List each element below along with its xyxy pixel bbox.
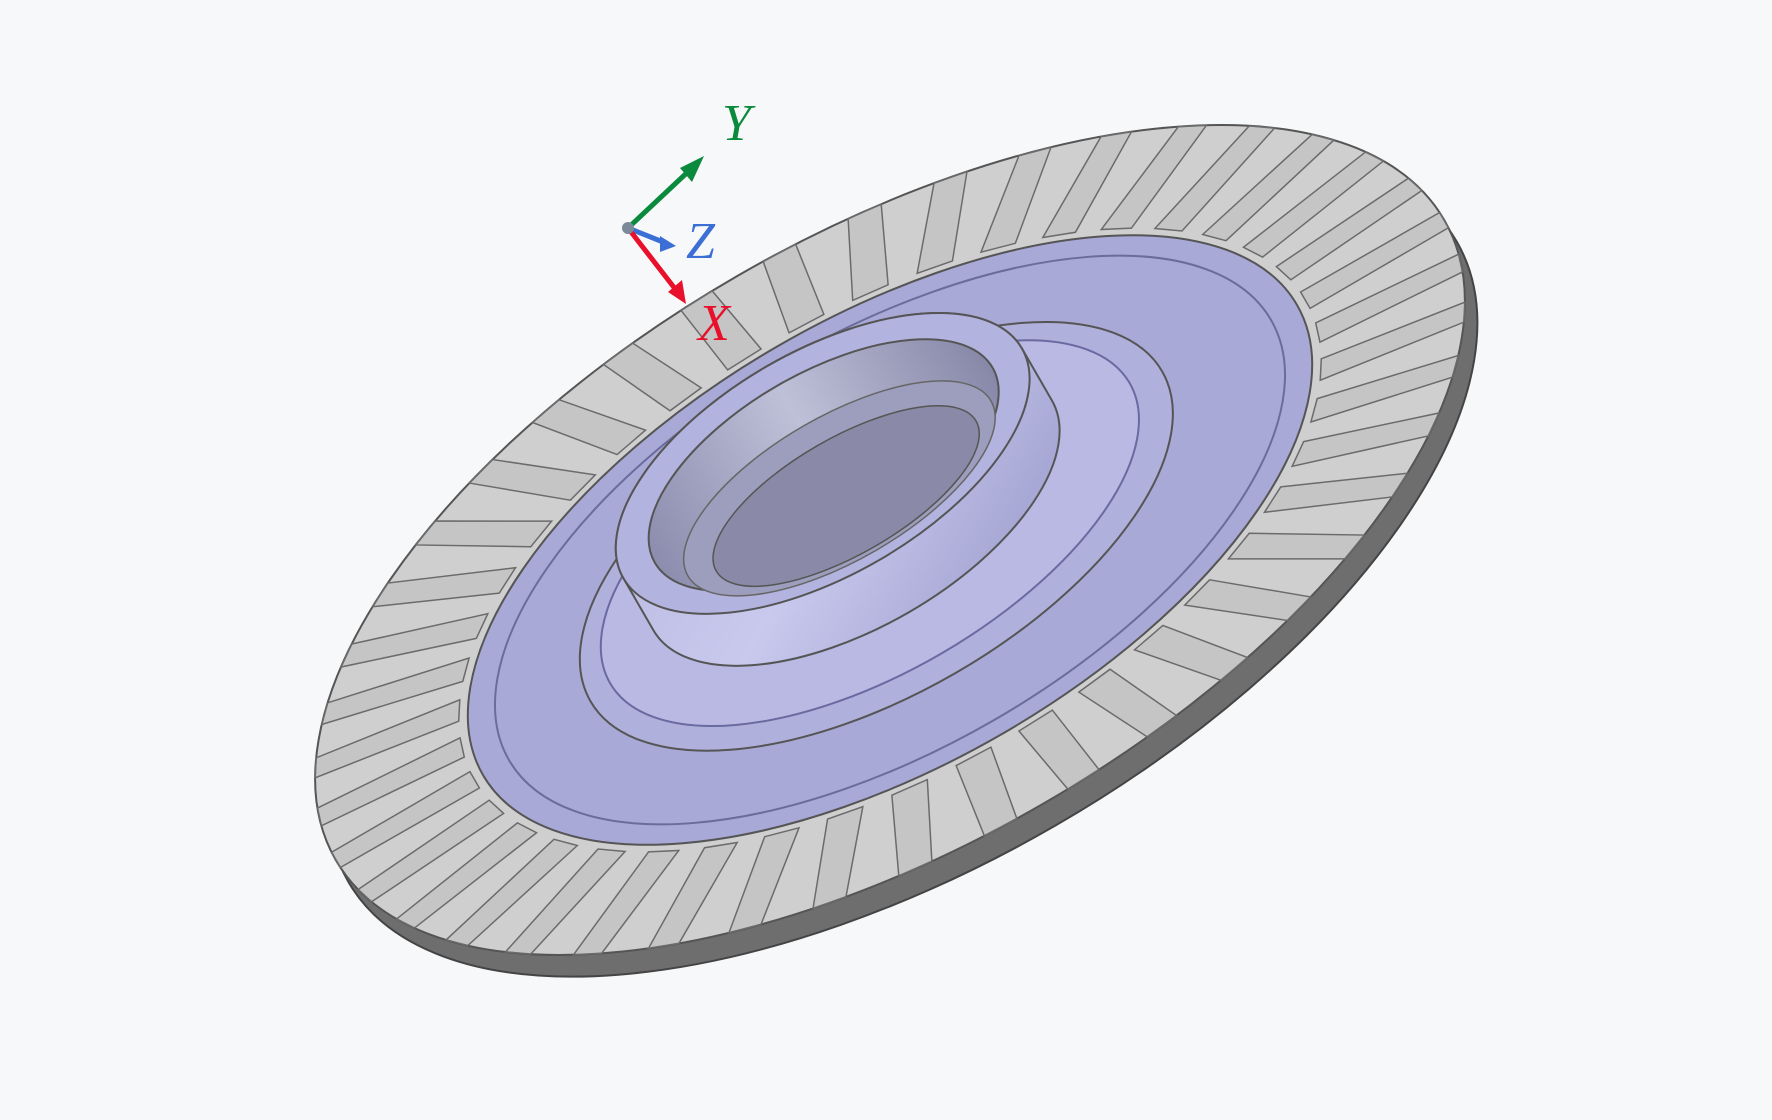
gear-tooth (602, 342, 703, 412)
gear-tooth (330, 770, 481, 869)
gear-tooth (1183, 579, 1313, 622)
gear-tooth (1262, 472, 1409, 514)
gear-tooth (414, 520, 554, 548)
gear-tooth (812, 805, 864, 910)
z-axis-arrow (660, 236, 676, 252)
gear-tooth (571, 849, 681, 956)
gear-tooth (891, 778, 933, 877)
x-axis-arrow (668, 280, 686, 304)
gear-tooth (467, 458, 597, 501)
gear-tooth (530, 398, 647, 456)
gear-tooth (1153, 125, 1277, 232)
y-axis-label: Y (722, 95, 756, 152)
gear-tooth (647, 841, 739, 950)
gear-tooth (1041, 130, 1133, 239)
y-axis-line (626, 166, 694, 230)
triad-origin (622, 222, 634, 234)
gear-tooth (316, 736, 466, 827)
gear-tooth (314, 698, 461, 779)
gear-tooth (1290, 411, 1441, 468)
gear-tooth (1017, 709, 1101, 791)
gear-tooth (1099, 124, 1209, 231)
gear-tooth (955, 746, 1018, 837)
gear-tooth (395, 821, 538, 929)
gear-tooth (1309, 354, 1460, 424)
gear-tooth (320, 656, 471, 726)
gear-tooth (1319, 301, 1466, 382)
z-axis-label: Z (686, 213, 716, 270)
gear-tooth (503, 848, 627, 955)
gear-tooth (1299, 211, 1450, 310)
gear-tooth (1275, 177, 1424, 281)
gear-tooth (1226, 532, 1366, 560)
gear-tooth (916, 170, 968, 275)
gear-tooth (1242, 151, 1385, 259)
y-axis-arrow (680, 156, 704, 182)
gear-tooth (371, 566, 518, 608)
x-axis-label: X (696, 295, 732, 352)
x-axis-line (626, 226, 678, 292)
gear-tooth (444, 838, 579, 947)
gear-tooth (679, 289, 763, 371)
gear-tooth (1314, 253, 1464, 344)
gear-tooth (356, 799, 505, 903)
bore-inner-ring (712, 405, 980, 588)
gear-tooth (339, 612, 490, 669)
gear-tooth (1133, 624, 1250, 682)
gear-tooth (727, 826, 801, 934)
gear-tooth (1201, 133, 1336, 242)
gear-teeth (314, 124, 1466, 956)
gear-tooth (1077, 668, 1178, 738)
axis-triad: Y Z X (622, 95, 756, 352)
gear-tooth (762, 243, 825, 334)
gear-tooth (847, 203, 889, 302)
gear-tooth (979, 146, 1053, 254)
